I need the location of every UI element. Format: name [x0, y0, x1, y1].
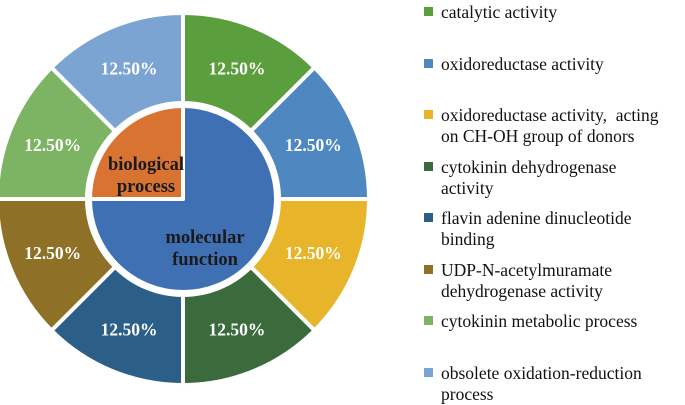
ring-segment-label-3: 12.50% — [285, 243, 342, 263]
ring-segment-label-2: 12.50% — [285, 135, 342, 155]
ring-segment-6 — [0, 197, 118, 334]
ring-segment-8 — [48, 10, 185, 134]
ring-segment-label-8: 12.50% — [101, 59, 158, 79]
legend-swatch-icon — [424, 367, 433, 377]
legend-item-7: cytokinin metabolic process — [424, 311, 682, 363]
legend-swatch-icon — [424, 58, 433, 68]
ring-segment-label-1: 12.50% — [209, 59, 266, 79]
legend-swatch-icon — [424, 264, 433, 274]
legend-swatch-icon — [424, 110, 433, 119]
legend-label: cytokinin metabolic process — [441, 311, 638, 331]
legend-swatch-icon — [424, 316, 433, 325]
legend-swatch-icon — [424, 213, 433, 222]
legend-swatch-icon — [424, 161, 433, 171]
ring-segment-label-7: 12.50% — [24, 135, 81, 155]
legend-swatch-icon — [424, 7, 433, 16]
inner-segment-label: function — [172, 250, 239, 270]
legend-item-2: oxidoreductase activity — [424, 54, 682, 106]
legend-label: oxidoreductase activity — [441, 53, 604, 74]
inner-segment-label: molecular — [165, 228, 244, 248]
inner-segment-label: process — [117, 177, 175, 197]
ring-segment-label-5: 12.50% — [101, 319, 158, 339]
ring-segment-label-4: 12.50% — [209, 319, 266, 339]
legend-item-1: catalytic activity — [424, 2, 682, 54]
inner-segment-molecular-function — [88, 104, 278, 294]
chart-legend: catalytic activity oxidoreductase activit… — [424, 2, 682, 405]
legend-label: catalytic activity — [441, 2, 558, 22]
donut-chart: 12.50% 12.50% 12.50% 12.50% 12.50% 12.50% 12.5… — [0, 10, 369, 385]
inner-segment-biological-process — [88, 104, 185, 201]
ring-segment-label-6: 12.50% — [24, 243, 81, 263]
inner-segment-label: biological — [108, 155, 184, 175]
